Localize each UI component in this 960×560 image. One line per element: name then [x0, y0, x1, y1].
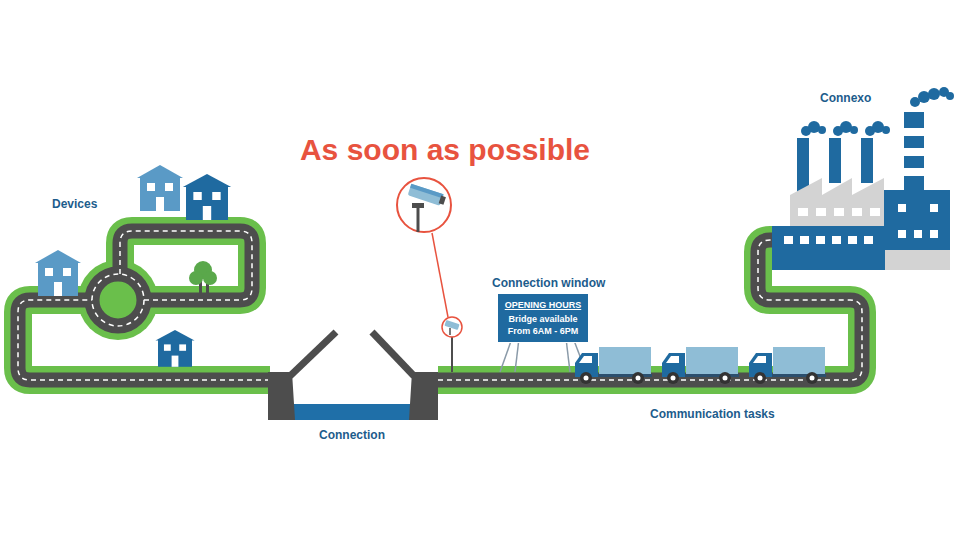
area-label: Devices — [52, 197, 97, 211]
roundabout-island — [101, 283, 135, 317]
area-label: Connexo — [820, 91, 871, 105]
camera-callout — [397, 178, 462, 372]
sign-heading: Connection window — [492, 276, 605, 290]
bridge — [268, 332, 438, 420]
sign-title: OPENING HOURS — [502, 299, 584, 311]
diagram-title: As soon as possible — [300, 133, 590, 167]
sign-panel: OPENING HOURS Bridge available From 6AM -… — [497, 293, 589, 343]
part-label: Communication tasks — [650, 407, 775, 421]
sign-board: Connection windowOPENING HOURS Bridge ava… — [492, 276, 605, 343]
truck-icons — [575, 347, 826, 384]
sign-text: Bridge available From 6AM - 6PM — [502, 313, 584, 337]
tree-icon — [189, 261, 217, 295]
house-icons — [35, 165, 231, 367]
part-label: Connection — [319, 428, 385, 442]
factory — [772, 87, 954, 270]
